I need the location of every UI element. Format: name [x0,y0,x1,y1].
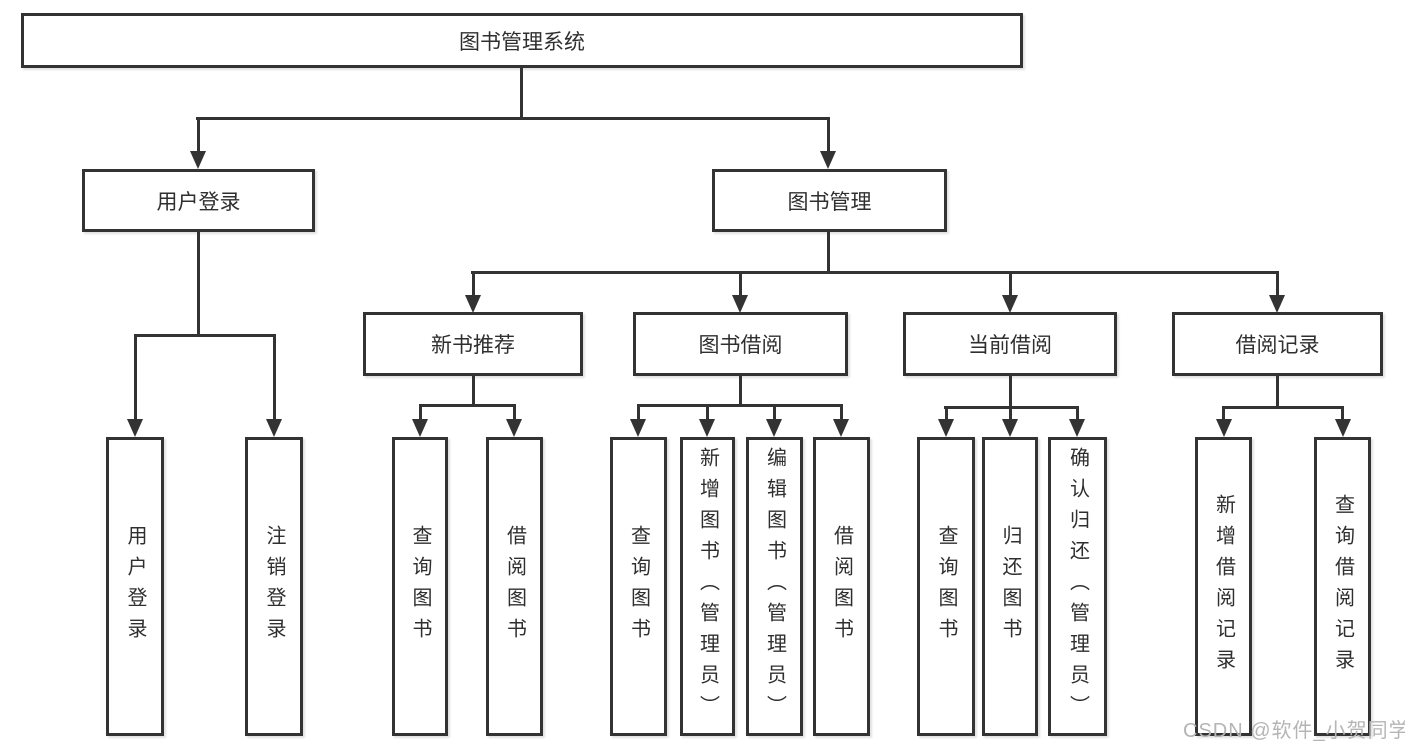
connector-line [472,271,475,297]
connector-arrow [820,151,836,169]
leaf-confirm-return-admin-label: 确认归还（管理员） [1066,447,1089,726]
connector-line [1222,406,1344,409]
connector-line [513,404,516,421]
connector-line [739,376,742,407]
connector-arrow [506,419,522,437]
node-root: 图书管理系统 [21,13,1023,68]
connector-line [471,271,1279,274]
connector-line [706,404,709,421]
connector-arrow [1335,419,1351,437]
connector-arrow [938,419,954,437]
connector-line [637,404,843,407]
leaf-query-book-2-label: 查询图书 [627,524,650,649]
connector-line [197,117,200,153]
connector-arrow [412,419,428,437]
leaf-confirm-return-admin: 确认归还（管理员） [1048,437,1107,736]
connector-arrow [1002,295,1018,313]
node-current-borrow: 当前借阅 [903,312,1117,376]
connector-line [773,404,776,421]
leaf-add-borrow-record: 新增借阅记录 [1195,437,1252,736]
leaf-query-book-3: 查询图书 [917,437,975,736]
connector-line [945,406,948,421]
leaf-query-borrow-record: 查询借阅记录 [1314,437,1371,736]
node-new-book-recommend-label: 新书推荐 [431,334,515,357]
leaf-return-book-label: 归还图书 [999,524,1021,649]
connector-arrow [1002,419,1018,437]
connector-arrow [190,151,206,169]
node-book-borrow-label: 图书借阅 [698,334,783,357]
leaf-return-book: 归还图书 [982,437,1038,736]
connector-line [419,404,422,421]
leaf-add-book-admin: 新增图书（管理员） [680,437,735,736]
connector-line [827,232,830,274]
connector-arrow [833,419,849,437]
leaf-query-book-2: 查询图书 [610,437,667,736]
leaf-edit-book-admin-label: 编辑图书（管理员） [763,447,786,726]
connector-line [520,68,523,119]
connector-line [1276,376,1279,409]
node-root-label: 图书管理系统 [459,30,585,54]
leaf-borrow-book-1: 借阅图书 [486,437,543,736]
leaf-user-login: 用户登录 [106,437,164,736]
connector-line [1276,271,1279,297]
connector-line [134,334,137,420]
node-borrow-record-label: 借阅记录 [1235,334,1320,357]
node-new-book-recommend: 新书推荐 [363,312,583,376]
connector-arrow [465,295,481,313]
connector-arrow [1269,295,1285,313]
node-book-borrow: 图书借阅 [633,312,848,376]
connector-line [472,376,475,407]
node-current-borrow-label: 当前借阅 [968,334,1052,357]
connector-line [196,117,830,120]
leaf-add-borrow-record-label: 新增借阅记录 [1212,493,1235,680]
connector-line [134,334,276,337]
leaf-query-book-1: 查询图书 [392,437,448,736]
node-user-login-label: 用户登录 [156,190,241,214]
leaf-edit-book-admin: 编辑图书（管理员） [746,437,803,736]
connector-line [1009,406,1012,421]
leaf-query-borrow-record-label: 查询借阅记录 [1331,493,1354,680]
connector-line [1076,406,1079,421]
node-user-login: 用户登录 [82,169,315,232]
leaf-query-book-1-label: 查询图书 [409,524,431,649]
leaf-user-login-label: 用户登录 [124,524,146,649]
connector-arrow [699,419,715,437]
connector-line [419,404,516,407]
connector-line [1009,271,1012,297]
connector-arrow [266,419,282,437]
node-borrow-record: 借阅记录 [1172,312,1383,376]
leaf-query-book-3-label: 查询图书 [935,524,957,649]
connector-line [197,232,200,337]
connector-arrow [630,419,646,437]
leaf-logout: 注销登录 [245,437,303,736]
csdn-watermark: CSDN @软件_小贺同学 [1183,720,1405,742]
connector-arrow [127,419,143,437]
connector-line [840,404,843,421]
connector-line [637,404,640,421]
leaf-logout-label: 注销登录 [263,524,285,649]
connector-arrow [1069,419,1085,437]
leaf-add-book-admin-label: 新增图书（管理员） [696,447,719,726]
connector-arrow [732,295,748,313]
connector-line [827,117,830,153]
leaf-borrow-book-2-label: 借阅图书 [830,524,853,649]
node-book-management: 图书管理 [712,169,947,232]
connector-line [1222,406,1225,421]
node-book-management-label: 图书管理 [787,190,872,214]
connector-arrow [766,419,782,437]
connector-arrow [1216,419,1232,437]
leaf-borrow-book-2: 借阅图书 [813,437,870,736]
connector-line [739,271,742,297]
connector-line [273,334,276,420]
connector-line [1341,406,1344,421]
connector-line [1009,376,1012,409]
leaf-borrow-book-1-label: 借阅图书 [503,524,526,649]
